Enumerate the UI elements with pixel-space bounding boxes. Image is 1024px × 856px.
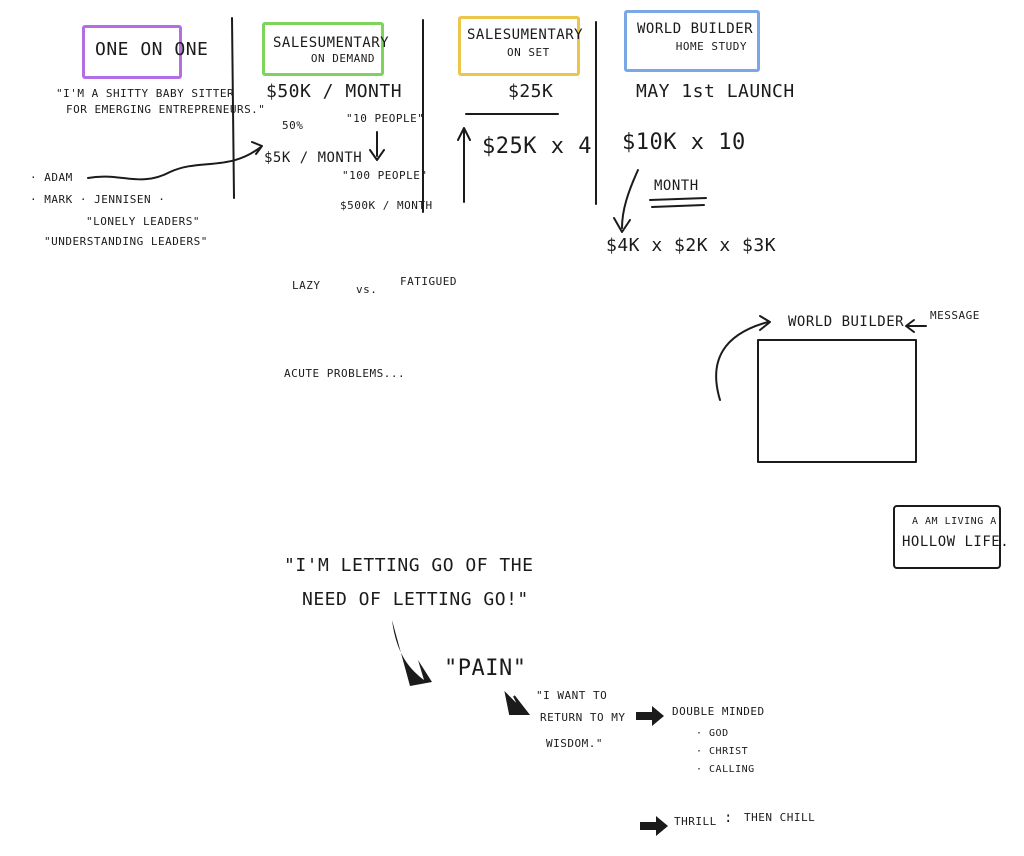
understanding-leaders: "UNDERSTANDING LEADERS" bbox=[44, 235, 208, 248]
thrill-label: THRILL bbox=[674, 815, 717, 828]
col2-price: $50K / MONTH bbox=[266, 81, 403, 102]
letting-go-line2: NEED OF LETTING GO!" bbox=[302, 589, 529, 610]
col1-quote-line2: FOR EMERGING ENTREPRENEURS." bbox=[66, 103, 266, 116]
message-label: MESSAGE bbox=[930, 309, 980, 322]
fatigued-label: FATIGUED bbox=[400, 275, 457, 288]
col3-mult: $25K x 4 bbox=[482, 134, 592, 159]
col2-title: SALESUMENTARY bbox=[273, 35, 390, 51]
col2-big: $500K / MONTH bbox=[340, 199, 433, 212]
lonely-leaders: "LONELY LEADERS" bbox=[86, 215, 200, 228]
col4-subtitle: HOME STUDY bbox=[675, 40, 747, 54]
col2-10-people: "10 PEOPLE" bbox=[346, 112, 425, 125]
salesumentary-on-set-box: SALESUMENTARY ON SET bbox=[458, 16, 584, 76]
col1-quote-line1: "I'M A SHITTY BABY SITTER bbox=[56, 87, 235, 100]
list-god: · GOD bbox=[696, 728, 729, 739]
col2-subtitle: ON DEMAND bbox=[310, 52, 375, 66]
pain-label: "PAIN" bbox=[444, 656, 527, 681]
thrill-arrow bbox=[640, 816, 668, 836]
col3-title: SALESUMENTARY bbox=[467, 27, 584, 43]
col4-launch: MAY 1st LAUNCH bbox=[636, 81, 795, 102]
col2-pct: 50% bbox=[282, 119, 304, 132]
col2-100-people: "100 PEOPLE" bbox=[342, 169, 428, 182]
month-underline-2 bbox=[651, 204, 705, 208]
list-calling: · CALLING bbox=[696, 764, 755, 775]
col4-prices: $4K x $2K x $3K bbox=[606, 235, 777, 256]
world-builder-label: WORLD BUILDER bbox=[788, 314, 905, 330]
one-on-one-box: ONE ON ONE bbox=[82, 25, 209, 79]
col4-month: MONTH bbox=[654, 178, 699, 194]
double-arrow bbox=[636, 706, 664, 726]
return-line1: "I WANT TO bbox=[536, 689, 608, 702]
lazy-label: LAZY bbox=[292, 279, 321, 292]
thrill-colon: : bbox=[724, 810, 733, 826]
one-on-one-title: ONE ON ONE bbox=[95, 39, 209, 60]
name-mark-jennisen: · MARK · JENNISEN · bbox=[30, 193, 166, 206]
double-minded: DOUBLE MINDED bbox=[672, 705, 765, 718]
salesumentary-on-demand-box: SALESUMENTARY ON DEMAND bbox=[262, 22, 390, 76]
message-arrow bbox=[905, 319, 927, 333]
hollow-life-line2: HOLLOW LIFE. bbox=[902, 534, 1010, 550]
acute-problems: ACUTE PROBLEMS... bbox=[284, 367, 406, 380]
col3-subtitle: ON SET bbox=[507, 46, 550, 60]
world-builder-box bbox=[757, 339, 917, 463]
col3-price: $25K bbox=[508, 81, 554, 102]
month-arrow bbox=[613, 169, 639, 233]
return-arrow bbox=[504, 690, 531, 715]
return-line3: WISDOM." bbox=[546, 737, 603, 750]
hollow-life-line1: A AM LIVING A bbox=[912, 516, 997, 527]
name-adam: · ADAM bbox=[30, 171, 73, 184]
pain-arrow bbox=[392, 620, 432, 686]
list-christ: · CHRIST bbox=[696, 746, 749, 757]
col4-mult: $10K x 10 bbox=[622, 130, 746, 155]
then-chill-label: THEN CHILL bbox=[744, 811, 816, 824]
col2-permonth: $5K / MONTH bbox=[264, 150, 363, 166]
col4-title: WORLD BUILDER bbox=[637, 21, 754, 37]
letting-go-line1: "I'M LETTING GO OF THE bbox=[284, 555, 534, 576]
vs-label: vs. bbox=[356, 283, 378, 296]
month-underline-1 bbox=[649, 197, 707, 201]
adam-arrow bbox=[87, 141, 263, 181]
people-down-arrow bbox=[369, 131, 385, 161]
world-builder-arrow bbox=[715, 315, 771, 401]
world-builder-home-study-box: WORLD BUILDER HOME STUDY bbox=[624, 10, 760, 72]
return-line2: RETURN TO MY bbox=[540, 711, 626, 724]
col3-up-arrow bbox=[457, 127, 471, 203]
